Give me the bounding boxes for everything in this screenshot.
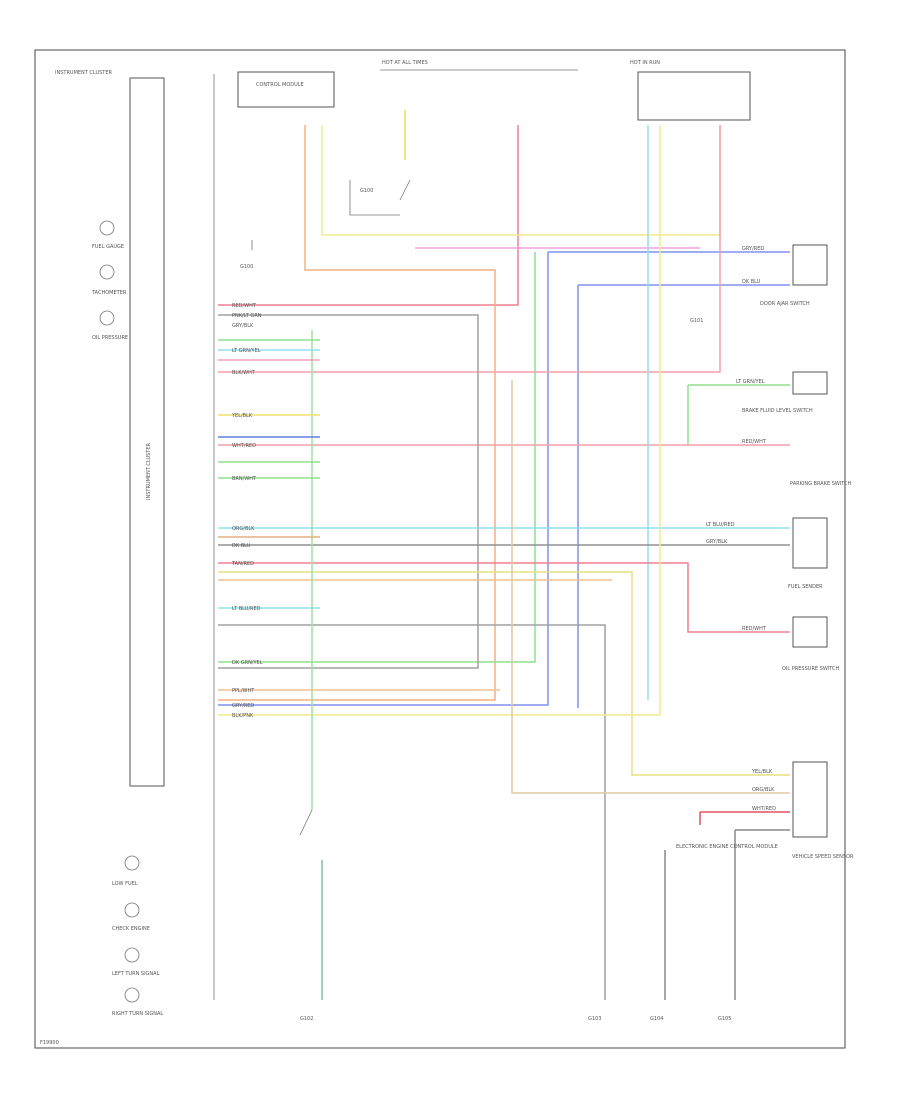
- gauge-circle: [124, 947, 140, 963]
- ground-label: G104: [650, 1016, 663, 1022]
- ground-label: G105: [718, 1016, 731, 1022]
- row-label: ORG/BLK: [232, 526, 255, 532]
- wire-green: [218, 252, 536, 663]
- row-label: BRN/WHT: [232, 476, 257, 482]
- row-labels: RED/WHT PNK/LT GRN GRY/BLK LT GRN/YEL BL…: [231, 303, 263, 719]
- right-wire-label: WHT/RED: [752, 806, 776, 812]
- gauge-label: TACHOMETER: [91, 290, 127, 296]
- wire-blue: [218, 251, 790, 706]
- indicator-label: RIGHT TURN SIGNAL: [112, 1011, 163, 1017]
- wire-black-right-2: [734, 829, 790, 1000]
- row-label: BLK/WHT: [232, 370, 256, 376]
- diagram-footer: F19900: [40, 1040, 59, 1046]
- row-label: DK GRN/YEL: [232, 660, 263, 666]
- wire-red-2: [218, 125, 721, 373]
- right-wire-label: RED/WHT: [742, 626, 767, 632]
- indicator-label: LEFT TURN SIGNAL: [112, 971, 160, 977]
- row-label: PPL/WHT: [232, 688, 255, 694]
- row-label: RED/WHT: [232, 303, 257, 309]
- cluster-label: INSTRUMENT CLUSTER: [146, 442, 152, 500]
- control-module-label: CONTROL MODULE: [256, 82, 304, 88]
- row-label: GRY/BLK: [232, 323, 254, 329]
- row-label: PNK/LT GRN: [232, 313, 262, 319]
- diagram-frame: [34, 49, 846, 1049]
- right-module-4: [792, 761, 828, 838]
- gauge-label: OIL PRESSURE: [92, 335, 128, 341]
- right-wire-label: YEL/BLK: [751, 769, 773, 775]
- cluster-bar: [129, 77, 165, 787]
- ground-group: G100 G101 G102 G103 G104 G105: [240, 240, 731, 1022]
- right-wire-label: GRY/BLK: [706, 539, 728, 545]
- right-module-2: [792, 371, 828, 395]
- gauge-circle: [99, 310, 115, 326]
- ground-label: G100: [240, 264, 253, 270]
- wire-orange: [218, 125, 496, 701]
- row-label: GRY/RED: [232, 703, 254, 709]
- row-label: TAN/RED: [231, 561, 254, 567]
- right-switch-2-label: PARKING BRAKE SWITCH: [790, 481, 852, 487]
- right-switch-3-label: OIL PRESSURE SWITCH: [782, 666, 840, 672]
- wire-gray: [218, 314, 479, 669]
- ground-label: G101: [690, 318, 703, 324]
- bottom-switch: [299, 809, 313, 836]
- center-switch: [349, 179, 411, 216]
- row-label: LT BLU/RED: [232, 606, 261, 612]
- row-label: YEL/BLK: [231, 413, 253, 419]
- right-wire-label: RED/WHT: [742, 439, 767, 445]
- ground-label: G103: [588, 1016, 601, 1022]
- right-wire-label: DK BLU: [742, 279, 761, 285]
- wire-yellow-3: [218, 125, 661, 716]
- right-wire-label: LT GRN/YEL: [736, 379, 765, 385]
- right-module-3: [792, 517, 828, 569]
- gauge-circle: [99, 264, 115, 280]
- right-module-3-label: FUEL SENDER: [788, 584, 823, 590]
- gauge-label: FUEL GAUGE: [92, 244, 124, 250]
- wire-gray-2: [218, 624, 606, 1000]
- wire-red-4: [218, 562, 790, 633]
- row-label: WHT/RED: [232, 443, 256, 449]
- wire-red-stub: [699, 811, 790, 825]
- right-module-4-label: VEHICLE SPEED SENSOR: [792, 854, 854, 860]
- center-switch-label: G100: [360, 188, 373, 194]
- indicator-label: LOW FUEL: [112, 881, 138, 887]
- right-wire-label: LT BLU/RED: [706, 522, 735, 528]
- fuse-label-left: HOT AT ALL TIMES: [382, 60, 428, 66]
- right-wire-label: ORG/BLK: [752, 787, 775, 793]
- fuse-box-right: [637, 71, 751, 121]
- wire-red-top: [218, 125, 519, 306]
- diagram-title: INSTRUMENT CLUSTER: [55, 70, 113, 76]
- right-module-1-label: DOOR AJAR SWITCH: [760, 301, 810, 307]
- gauge-circle: [124, 987, 140, 1003]
- wire-blue-2: [577, 284, 790, 708]
- fuse-label-right: HOT IN RUN: [630, 60, 660, 66]
- brake-switch-label: BRAKE FLUID LEVEL SWITCH: [742, 408, 813, 414]
- wire-group: [218, 110, 790, 1000]
- gauge-circle: [124, 855, 140, 871]
- row-label: LT GRN/YEL: [232, 348, 261, 354]
- row-label: BLK/PNK: [232, 713, 254, 719]
- right-wire-label: GRY/RED: [742, 246, 764, 252]
- right-module-1: [792, 244, 828, 286]
- control-module-box: [237, 71, 335, 108]
- right-switch-3: [792, 616, 828, 648]
- wire-tan: [511, 380, 790, 794]
- wire-green-right: [687, 384, 790, 445]
- gauge-group: FUEL GAUGE TACHOMETER OIL PRESSURE LOW F…: [91, 220, 163, 1017]
- right-component-label: ELECTRONIC ENGINE CONTROL MODULE: [676, 844, 778, 850]
- gauge-circle: [124, 902, 140, 918]
- gauge-circle: [99, 220, 115, 236]
- ground-label: G102: [300, 1016, 313, 1022]
- indicator-label: CHECK ENGINE: [112, 926, 150, 932]
- wire-yellow-2: [218, 571, 790, 776]
- row-label: DK BLU: [232, 543, 251, 549]
